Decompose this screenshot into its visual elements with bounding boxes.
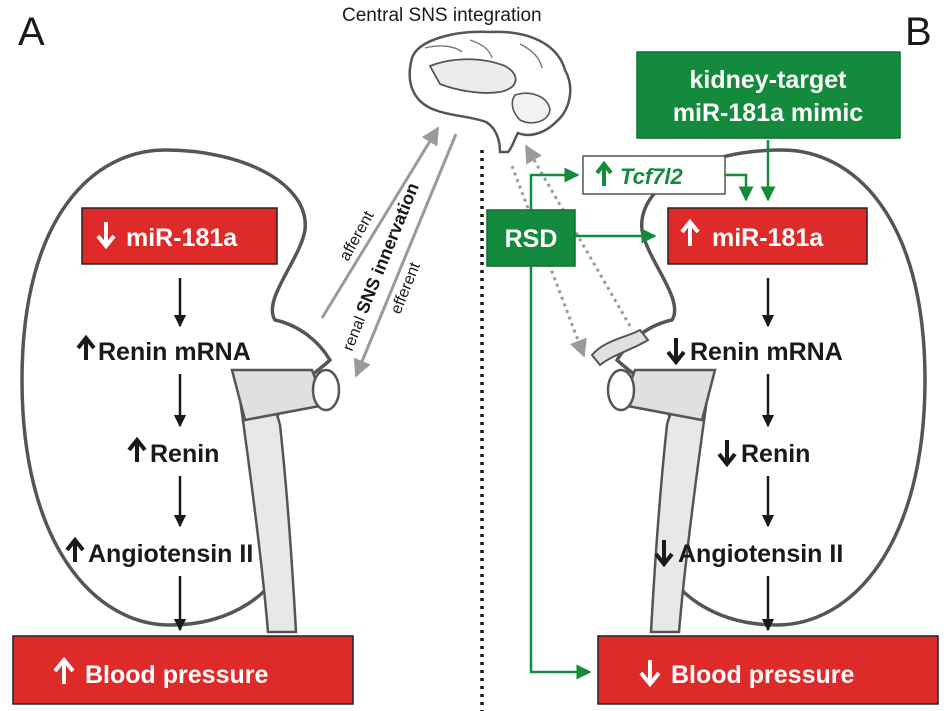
severed-nerve-icon (590, 328, 650, 367)
mir181a-box-a (81, 207, 278, 265)
renin-label-b: Renin (741, 440, 810, 468)
brain-inner-icon (428, 58, 517, 94)
down-arrow-icon (717, 440, 737, 468)
up-arrow-icon (65, 536, 85, 562)
denervated-efferent-arrow (510, 165, 587, 358)
up-arrow-icon (595, 160, 613, 186)
up-arrow-icon (680, 218, 700, 246)
mimic-line2: miR-181a mimic (673, 99, 863, 127)
down-arrow-icon (654, 540, 674, 568)
panel-b: B kidney-target miR-181a mimic Tcf7l2 RS… (486, 10, 939, 705)
blood-pressure-box-b (597, 635, 939, 705)
mimic-line1: kidney-target (690, 66, 848, 94)
down-arrow-icon (96, 222, 116, 250)
renal-vessel-b (606, 368, 717, 422)
up-arrow-icon (127, 436, 147, 462)
rsd-label: RSD (505, 225, 558, 253)
mir181a-label-b: miR-181a (712, 224, 824, 252)
down-arrow-icon (666, 338, 686, 366)
rsd-to-tcf-arrow (529, 167, 580, 210)
mimic-box (636, 51, 901, 139)
tcf-arrow (725, 173, 754, 202)
panel-a: A miR-181a Renin mRNA Renin Angiotensin … (12, 10, 354, 705)
mir181a-box-b (667, 207, 868, 265)
efferent-arrow (353, 133, 458, 378)
brain-area: Central SNS integration afferent efferen… (320, 5, 572, 378)
angiotensin-label-b: Angiotensin II (678, 540, 843, 568)
blood-pressure-label-b: Blood pressure (671, 661, 854, 689)
brain-title: Central SNS integration (342, 5, 542, 26)
tcf7l2-box (582, 155, 726, 195)
renin-mrna-label-a: Renin mRNA (98, 338, 251, 366)
up-arrow-icon (53, 656, 75, 684)
mir181a-label-a: miR-181a (126, 224, 238, 252)
rsd-to-bp-arrow (529, 266, 592, 680)
up-arrow-icon (76, 334, 96, 360)
cerebellum-icon (511, 92, 551, 124)
angiotensin-label-a: Angiotensin II (88, 540, 253, 568)
panel-a-letter: A (18, 10, 45, 54)
afferent-arrow (320, 126, 440, 319)
renal-vessel-a (230, 368, 341, 422)
tcf7l2-label: Tcf7l2 (620, 164, 684, 189)
blood-pressure-label-a: Blood pressure (85, 661, 268, 689)
brain-folds-icon (424, 39, 543, 69)
down-arrow-icon (639, 660, 661, 688)
panel-b-letter: B (905, 10, 932, 54)
renal-prefix: renal (340, 310, 371, 353)
renin-label-a: Renin (150, 440, 219, 468)
renin-mrna-label-b: Renin mRNA (690, 338, 843, 366)
